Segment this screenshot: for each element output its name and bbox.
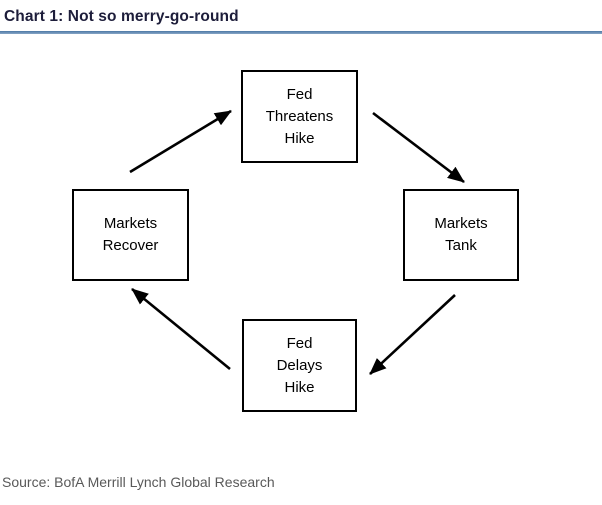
- node-label: Markets Tank: [434, 215, 488, 254]
- node-label: Markets Recover: [102, 215, 159, 254]
- arrow-delay-to-recover: [131, 287, 231, 371]
- node-label: Fed Delays Hike: [276, 334, 323, 396]
- arrow-threaten-to-tank: [372, 111, 465, 184]
- arrow-recover-to-threaten: [129, 109, 232, 174]
- node-fed-threatens-hike: Fed Threatens Hike: [241, 70, 358, 163]
- source-caption: Source: BofA Merrill Lynch Global Resear…: [2, 474, 275, 490]
- chart-title: Chart 1: Not so merry-go-round: [4, 8, 239, 25]
- title-underline-rule: [0, 31, 602, 34]
- node-markets-tank: Markets Tank: [403, 189, 519, 281]
- arrow-tank-to-delay: [369, 294, 456, 375]
- node-fed-delays-hike: Fed Delays Hike: [242, 319, 357, 412]
- node-markets-recover: Markets Recover: [72, 189, 189, 281]
- node-label: Fed Threatens Hike: [265, 85, 334, 147]
